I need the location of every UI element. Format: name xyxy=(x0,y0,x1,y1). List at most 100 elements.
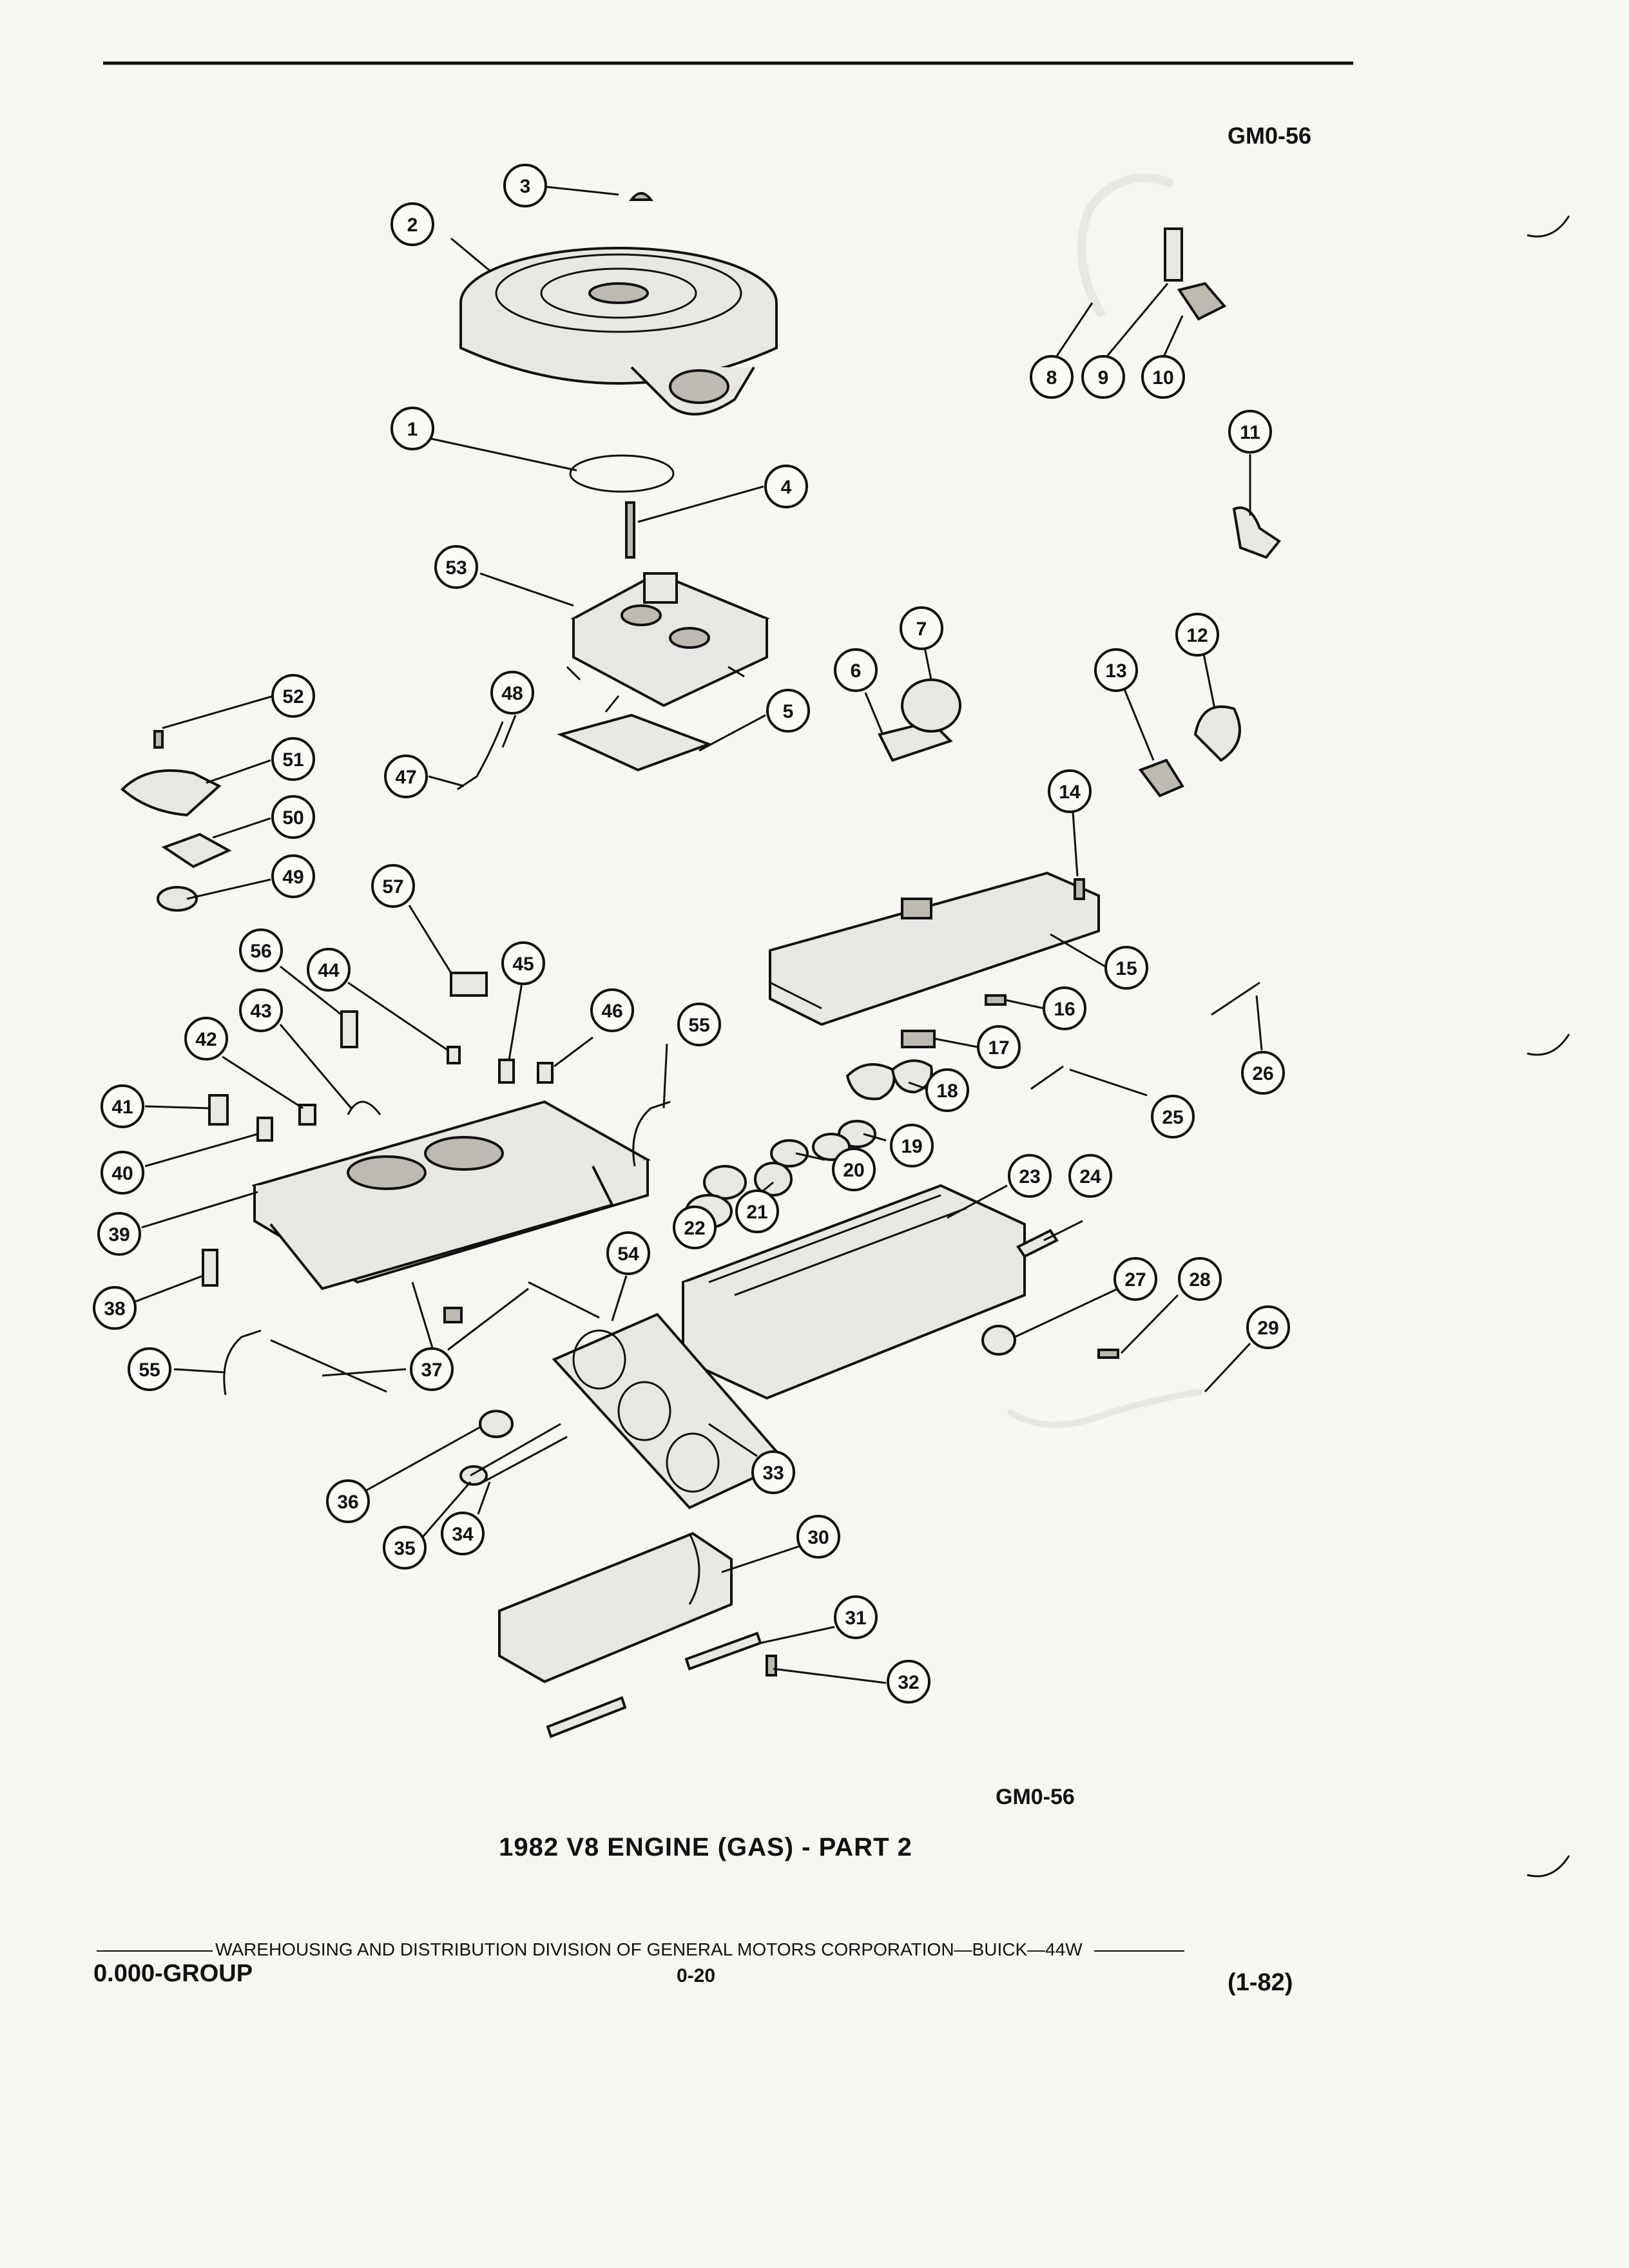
callout-20: 20 xyxy=(832,1148,876,1191)
callout-43: 43 xyxy=(239,988,283,1032)
svg-text:37: 37 xyxy=(421,1360,442,1381)
svg-text:18: 18 xyxy=(936,1081,958,1102)
callout-23: 23 xyxy=(1008,1154,1052,1198)
svg-text:22: 22 xyxy=(684,1218,705,1239)
callout-52: 52 xyxy=(271,674,315,718)
elbow-drawing xyxy=(1232,506,1281,559)
sensor-55-right-drawing xyxy=(632,1100,671,1167)
svg-text:19: 19 xyxy=(901,1136,922,1157)
svg-text:38: 38 xyxy=(104,1298,125,1320)
outlet-gasket-drawing xyxy=(161,832,232,869)
water-outlet-drawing xyxy=(120,769,222,817)
callout-36: 36 xyxy=(326,1479,370,1523)
svg-text:15: 15 xyxy=(1115,958,1137,979)
heat-shield-31-drawing xyxy=(684,1631,762,1671)
callout-4: 4 xyxy=(764,465,808,508)
plug-drawing xyxy=(443,1307,463,1323)
stud-drawing xyxy=(625,501,635,559)
grommet-drawing xyxy=(1177,282,1227,321)
svg-text:17: 17 xyxy=(988,1037,1009,1059)
svg-text:49: 49 xyxy=(282,867,304,888)
gasket-ring-drawing xyxy=(569,454,675,493)
svg-text:46: 46 xyxy=(601,1001,622,1022)
callout-16: 16 xyxy=(1043,986,1086,1030)
leader-lines xyxy=(135,186,1263,1684)
pcv-valve-drawing xyxy=(1164,227,1183,282)
callout-1: 1 xyxy=(390,407,434,450)
callout-46: 46 xyxy=(590,988,634,1032)
svg-text:24: 24 xyxy=(1079,1166,1101,1187)
switch-41-drawing xyxy=(208,1094,229,1126)
callout-22: 22 xyxy=(673,1206,717,1249)
valve-27-drawing xyxy=(981,1325,1016,1356)
callout-10: 10 xyxy=(1141,355,1185,399)
callout-15: 15 xyxy=(1104,946,1148,990)
svg-text:16: 16 xyxy=(1054,999,1075,1020)
svg-text:50: 50 xyxy=(282,807,304,829)
svg-text:6: 6 xyxy=(851,660,862,682)
svg-text:3: 3 xyxy=(520,176,531,197)
svg-text:34: 34 xyxy=(452,1524,474,1545)
svg-text:55: 55 xyxy=(139,1360,160,1381)
callout-24: 24 xyxy=(1068,1154,1112,1198)
svg-text:26: 26 xyxy=(1252,1063,1273,1084)
svg-text:10: 10 xyxy=(1152,367,1173,389)
svg-text:30: 30 xyxy=(807,1527,829,1548)
svg-text:53: 53 xyxy=(445,557,467,579)
footer-distribution-text: WAREHOUSING AND DISTRIBUTION DIVISION OF… xyxy=(215,1939,1083,1959)
sensor-38-drawing xyxy=(202,1249,218,1287)
svg-text:32: 32 xyxy=(898,1672,919,1693)
svg-text:39: 39 xyxy=(108,1224,130,1245)
valve-parts-drawing xyxy=(685,1030,936,1229)
callout-32: 32 xyxy=(887,1660,930,1704)
footer-distribution: WAREHOUSING AND DISTRIBUTION DIVISION OF… xyxy=(97,1939,1184,1960)
svg-text:28: 28 xyxy=(1189,1269,1210,1291)
footer-rule-right xyxy=(1094,1950,1184,1952)
svg-text:44: 44 xyxy=(318,960,340,981)
callout-3: 3 xyxy=(503,164,547,207)
callout-13: 13 xyxy=(1094,648,1138,692)
svg-text:12: 12 xyxy=(1186,625,1208,646)
callout-53: 53 xyxy=(434,545,478,589)
manifold-seal-front-drawing xyxy=(270,1339,387,1393)
callout-2: 2 xyxy=(390,202,434,246)
filter-57-drawing xyxy=(450,972,488,997)
sensor-46-drawing xyxy=(537,1062,554,1084)
callout-30: 30 xyxy=(796,1515,840,1559)
callout-12: 12 xyxy=(1175,613,1219,657)
svg-text:42: 42 xyxy=(195,1029,217,1050)
seal-36-drawing xyxy=(479,1410,514,1438)
callout-33: 33 xyxy=(751,1450,795,1494)
callout-41: 41 xyxy=(101,1084,144,1128)
cylinder-head-drawing xyxy=(682,1184,1026,1400)
oil-cap-drawing xyxy=(1193,705,1241,762)
svg-text:13: 13 xyxy=(1105,660,1126,682)
pushrod-25-drawing xyxy=(1030,1065,1064,1090)
bolt-28-drawing xyxy=(1097,1349,1119,1359)
part-drawings xyxy=(120,173,1281,1738)
svg-text:54: 54 xyxy=(617,1244,639,1265)
svg-text:52: 52 xyxy=(282,686,304,707)
dipstick-tube-drawing xyxy=(470,1423,568,1483)
callout-45: 45 xyxy=(501,941,545,985)
callout-48: 48 xyxy=(490,671,534,715)
callout-39: 39 xyxy=(97,1212,141,1256)
switch-44-drawing xyxy=(447,1046,461,1064)
callout-8: 8 xyxy=(1030,355,1074,399)
svg-text:23: 23 xyxy=(1019,1166,1040,1187)
callout-6: 6 xyxy=(834,648,878,692)
callout-40: 40 xyxy=(101,1151,144,1195)
svg-text:51: 51 xyxy=(282,749,304,771)
callout-42: 42 xyxy=(184,1017,228,1061)
svg-text:25: 25 xyxy=(1162,1107,1183,1128)
manifold-seal-rear-drawing xyxy=(528,1281,600,1319)
svg-text:47: 47 xyxy=(395,767,416,788)
figure-code-bottom: GM0-56 xyxy=(996,1785,1075,1809)
figure-title: 1982 V8 ENGINE (GAS) - PART 2 xyxy=(499,1833,912,1861)
svg-text:43: 43 xyxy=(250,1001,271,1022)
callout-55-right: 55 xyxy=(677,1003,721,1046)
svg-text:29: 29 xyxy=(1257,1318,1278,1339)
actuator-drawing xyxy=(901,678,961,733)
callout-29: 29 xyxy=(1246,1305,1290,1349)
callout-19: 19 xyxy=(890,1124,934,1168)
